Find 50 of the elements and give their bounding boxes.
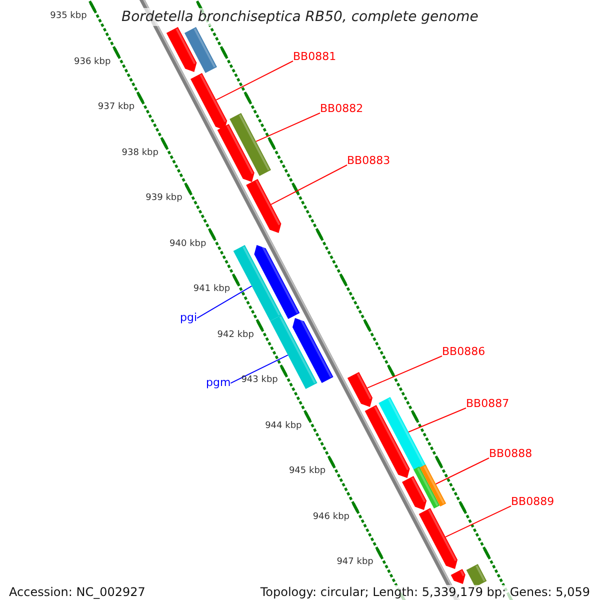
gene-block <box>418 508 458 569</box>
gene-block <box>450 569 466 584</box>
leader-line <box>435 458 490 484</box>
gene-block <box>217 124 254 182</box>
footer-text: Accession: NC_002927 <box>9 585 146 600</box>
leader-line <box>270 164 348 205</box>
gene-block <box>292 316 334 383</box>
footer-text: Topology: circular; Length: 5,339,179 bp; Genes: 5,059 <box>260 585 590 600</box>
leader-line <box>445 506 512 538</box>
gene-label: pgi <box>180 311 198 324</box>
gene-label: BB0888 <box>489 447 532 460</box>
gene-block <box>230 113 271 176</box>
gene-block <box>166 27 197 72</box>
scale-label: 942 kbp <box>217 330 254 340</box>
gene-block <box>364 405 410 478</box>
gene-block <box>466 564 487 587</box>
gene-label: BB0883 <box>347 154 390 167</box>
gene-block <box>347 372 372 407</box>
gene-block <box>184 27 217 73</box>
gene-block <box>402 476 427 510</box>
scale-label: 941 kbp <box>193 284 230 295</box>
gene-label: BB0886 <box>442 345 486 358</box>
leader-line <box>216 60 294 100</box>
gene-label: pgm <box>206 376 231 389</box>
scale-label: 935 kbp <box>50 11 87 22</box>
scale-label: 945 kbp <box>288 466 326 477</box>
scale-label: 938 kbp <box>122 148 158 158</box>
gene-block <box>414 466 440 508</box>
gene-block <box>254 243 300 319</box>
leader-line <box>230 354 288 384</box>
scale-label: 947 kbp <box>336 557 374 568</box>
leader-line <box>196 286 252 319</box>
leader-line <box>256 112 320 142</box>
gene-label: BB0882 <box>320 102 364 115</box>
scale-label: 939 kbp <box>146 193 182 204</box>
scale-label: 944 kbp <box>265 420 302 432</box>
gene-block <box>233 245 282 321</box>
gene-block <box>190 73 228 130</box>
scale-label: 943 kbp <box>241 375 278 386</box>
leader-line <box>366 356 442 388</box>
scale-label: 946 kbp <box>312 512 350 522</box>
gene-label: BB0881 <box>293 50 336 63</box>
leader-line <box>408 408 466 432</box>
scale-label: 940 kbp <box>170 238 206 250</box>
scale-label: 937 kbp <box>98 102 135 113</box>
gene-block <box>246 179 282 233</box>
scale-label: 936 kbp <box>74 56 111 68</box>
gene-block <box>420 464 446 506</box>
gene-label: BB0889 <box>511 495 554 508</box>
gene-label: BB0887 <box>466 397 510 410</box>
